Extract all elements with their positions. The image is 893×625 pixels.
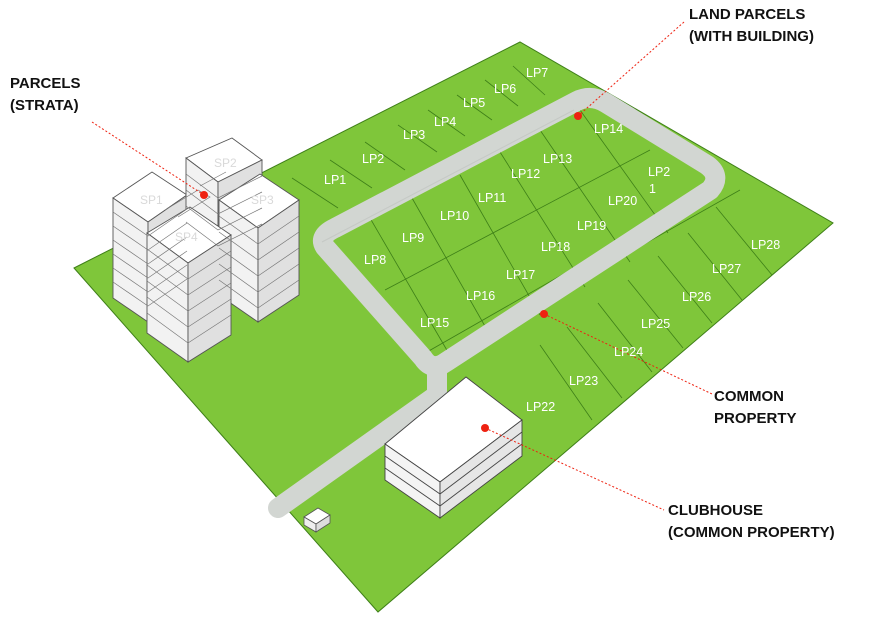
tower-floor-lines <box>112 171 300 344</box>
callout-land-parcels-line1: LAND PARCELS <box>689 6 806 23</box>
parcel-label-lp5: LP5 <box>463 96 485 110</box>
parcel-label-lp6: LP6 <box>494 82 516 96</box>
clubhouse-building <box>384 376 523 519</box>
marker-clubhouse <box>481 424 489 432</box>
callout-common-property: COMMON PROPERTY <box>714 386 797 430</box>
marker-land-parcel <box>574 112 582 120</box>
road <box>268 88 726 518</box>
strata-parcel-labels: SP1 SP2 SP3 SP4 <box>140 156 274 244</box>
land-parcel-labels: LP1 LP2 LP3 LP4 LP5 LP6 LP7 LP8 LP9 LP10… <box>324 66 780 414</box>
parcel-label-lp22: LP22 <box>526 400 555 414</box>
callout-common-property-line1: COMMON <box>714 388 784 405</box>
parcel-label-lp2: LP2 <box>362 152 384 166</box>
parcel-label-lp28: LP28 <box>751 238 780 252</box>
parcel-label-lp20: LP20 <box>608 194 637 208</box>
parcel-label-lp4: LP4 <box>434 115 456 129</box>
parcel-label-lp24: LP24 <box>614 345 643 359</box>
parcel-label-lp17: LP17 <box>506 268 535 282</box>
parcel-label-lp21-line2: 1 <box>649 182 656 196</box>
callout-land-parcels-line2: (WITH BUILDING) <box>689 28 814 45</box>
parcel-label-lp1: LP1 <box>324 173 346 187</box>
callout-leaders <box>91 21 713 511</box>
parcel-label-lp27: LP27 <box>712 262 741 276</box>
callout-clubhouse-line2: (COMMON PROPERTY) <box>668 524 835 541</box>
parcel-label-lp7: LP7 <box>526 66 548 80</box>
parcel-label-lp3: LP3 <box>403 128 425 142</box>
strata-label-sp2: SP2 <box>214 156 237 170</box>
strata-label-sp1: SP1 <box>140 193 163 207</box>
strata-label-sp3: SP3 <box>251 193 274 207</box>
callout-parcels-strata: PARCELS (STRATA) <box>10 73 81 117</box>
parcel-label-lp13: LP13 <box>543 152 572 166</box>
small-hut <box>303 507 331 533</box>
callout-parcels-strata-line2: (STRATA) <box>10 97 79 114</box>
callout-parcels-strata-line1: PARCELS <box>10 75 81 92</box>
parcel-label-lp8: LP8 <box>364 253 386 267</box>
parcel-label-lp21: LP2 1 <box>648 165 674 196</box>
parcel-label-lp19: LP19 <box>577 219 606 233</box>
parcel-label-lp23: LP23 <box>569 374 598 388</box>
leader-land-parcels <box>577 21 685 117</box>
parcel-label-lp12: LP12 <box>511 167 540 181</box>
callout-clubhouse: CLUBHOUSE (COMMON PROPERTY) <box>668 500 835 544</box>
strata-towers <box>112 137 300 363</box>
parcel-label-lp14: LP14 <box>594 122 623 136</box>
callout-land-parcels: LAND PARCELS (WITH BUILDING) <box>689 4 814 48</box>
parcel-label-lp18: LP18 <box>541 240 570 254</box>
parcel-label-lp15: LP15 <box>420 316 449 330</box>
parcel-label-lp25: LP25 <box>641 317 670 331</box>
parcel-label-lp10: LP10 <box>440 209 469 223</box>
parcel-label-lp21-line1: LP2 <box>648 165 670 179</box>
leader-common-property <box>543 313 713 395</box>
parcel-label-lp16: LP16 <box>466 289 495 303</box>
parcel-label-lp9: LP9 <box>402 231 424 245</box>
marker-strata <box>200 191 208 199</box>
callout-markers <box>200 112 582 432</box>
leader-clubhouse <box>484 427 665 511</box>
marker-common-property <box>540 310 548 318</box>
parcel-label-lp26: LP26 <box>682 290 711 304</box>
callout-common-property-line2: PROPERTY <box>714 410 797 427</box>
callout-clubhouse-line1: CLUBHOUSE <box>668 502 764 519</box>
strata-label-sp4: SP4 <box>175 230 198 244</box>
parcel-label-lp11: LP11 <box>478 191 506 205</box>
